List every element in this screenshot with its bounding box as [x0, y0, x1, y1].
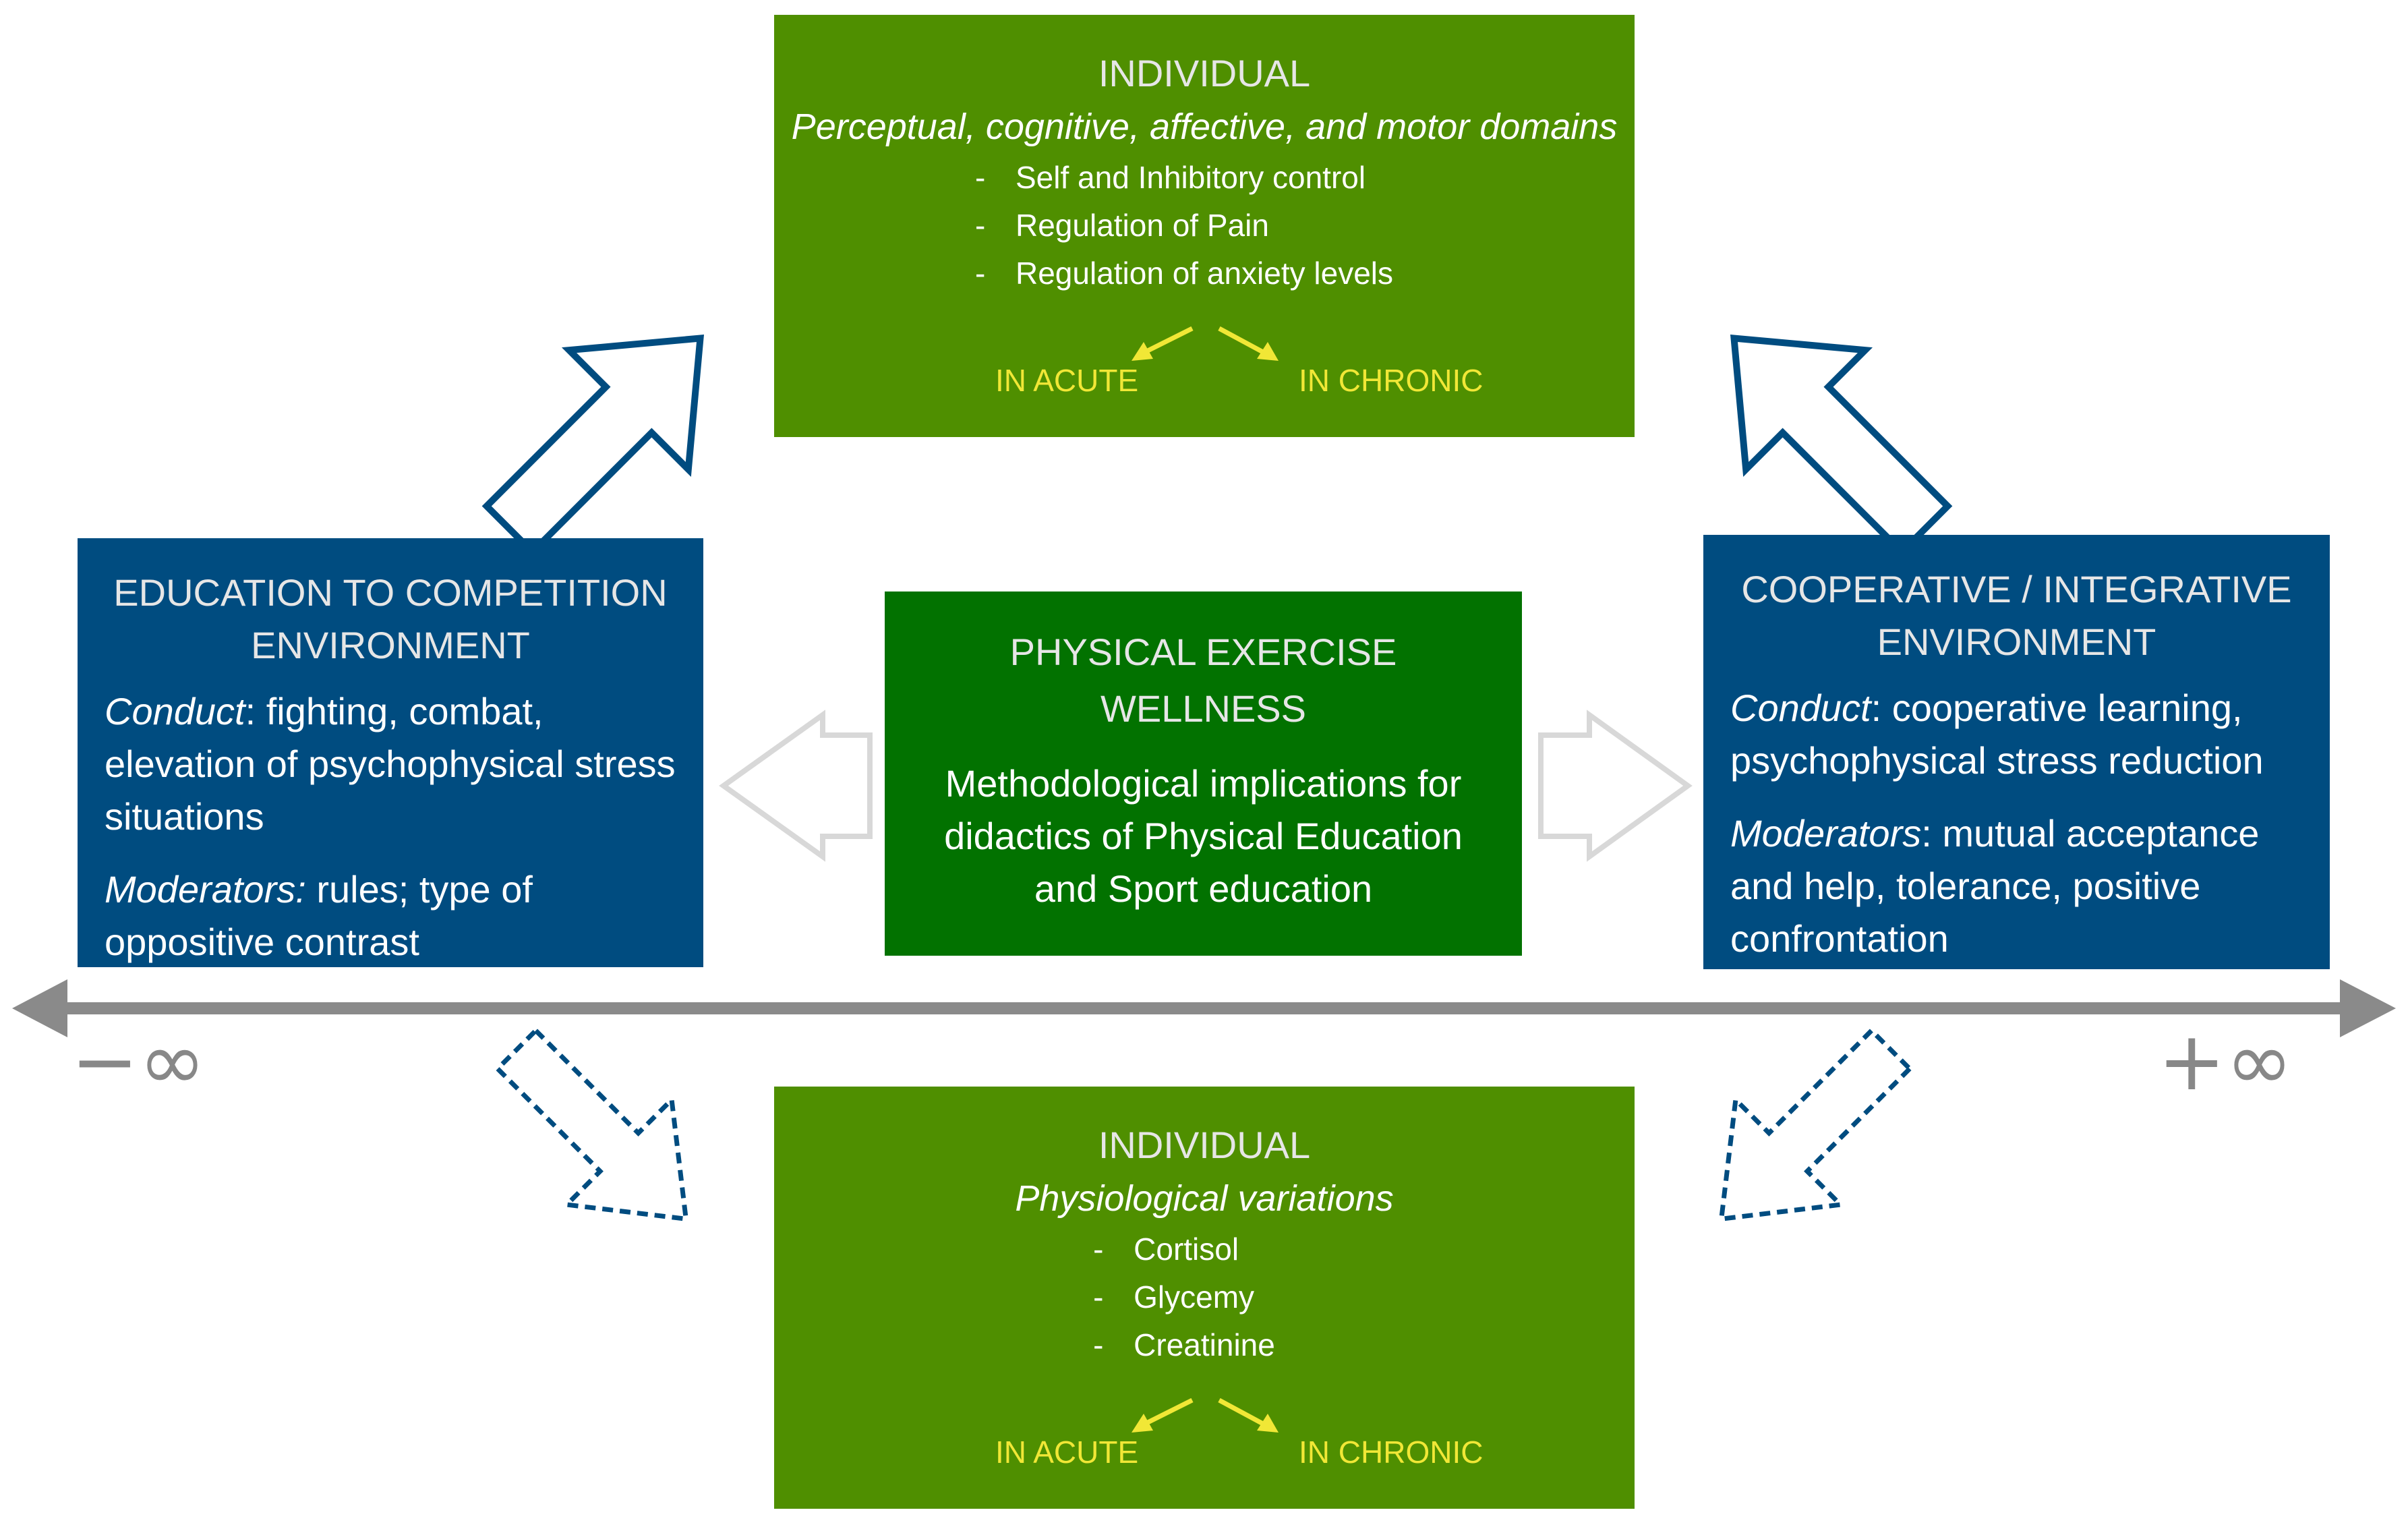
left-box-conduct: Conduct: fighting, combat, elevation of …: [105, 685, 676, 843]
bottom-acute-label: IN ACUTE: [995, 1435, 1139, 1470]
right-cooperative-box: COOPERATIVE / INTEGRATIVE ENVIRONMENT Co…: [1703, 535, 2330, 969]
arrow-down-left-dashed: [1718, 1027, 1913, 1222]
left-competition-box: EDUCATION TO COMPETITION ENVIRONMENT Con…: [78, 538, 703, 967]
bottom-box-list: Cortisol Glycemy Creatinine: [1093, 1225, 1275, 1369]
plus-infinity-label: +∞: [2158, 1015, 2293, 1109]
center-physical-exercise-box: PHYSICAL EXERCISE WELLNESS Methodologica…: [885, 592, 1522, 956]
arrow-up-left: [1730, 334, 1953, 557]
right-box-title-line2: ENVIRONMENT: [1877, 621, 2156, 663]
list-item: Glycemy: [1093, 1273, 1275, 1321]
right-box-title-line1: COOPERATIVE / INTEGRATIVE: [1741, 568, 2292, 610]
axis-right-arrowhead: [2340, 979, 2396, 1037]
list-item: Regulation of Pain: [975, 202, 1393, 250]
top-box-list: Self and Inhibitory control Regulation o…: [975, 154, 1393, 297]
left-box-title-line2: ENVIRONMENT: [251, 624, 530, 666]
minus-infinity-label: −∞: [71, 1015, 206, 1109]
left-box-moderators: Moderators: rules; type of oppositive co…: [105, 863, 676, 969]
left-moderators-label: Moderators:: [105, 868, 306, 911]
top-box-subtitle: Perceptual, cognitive, affective, and mo…: [791, 107, 1618, 147]
arrow-up-right: [481, 334, 705, 557]
left-moderators-text: rules; type of oppositive contrast: [105, 868, 533, 963]
top-split-arrows: [1132, 326, 1279, 361]
bottom-box-title: INDIVIDUAL: [1098, 1124, 1311, 1166]
bottom-box-subtitle: Physiological variations: [1015, 1178, 1394, 1219]
list-item: Self and Inhibitory control: [975, 154, 1393, 202]
top-acute-label: IN ACUTE: [995, 363, 1139, 398]
axis-left-arrowhead: [12, 979, 67, 1037]
right-moderators-text: : mutual acceptance and help, tolerance,…: [1730, 812, 2260, 960]
right-conduct-text: : cooperative learning, psychophysical s…: [1730, 687, 2264, 782]
list-item: Creatinine: [1093, 1321, 1275, 1369]
left-box-title-line1: EDUCATION TO COMPETITION: [113, 571, 668, 614]
axis-arrow: [12, 979, 2396, 1037]
bottom-individual-box: INDIVIDUAL Physiological variations Cort…: [774, 1087, 1635, 1509]
arrow-left-gray: [719, 710, 873, 862]
left-conduct-label: Conduct: [105, 690, 245, 732]
right-box-moderators: Moderators: mutual acceptance and help, …: [1730, 807, 2303, 965]
center-box-body: Methodological implications for didactic…: [944, 762, 1463, 910]
center-box-title-line1: PHYSICAL EXERCISE: [1009, 631, 1397, 673]
list-item: Cortisol: [1093, 1225, 1275, 1273]
list-item: Regulation of anxiety levels: [975, 250, 1393, 297]
top-individual-box: INDIVIDUAL Perceptual, cognitive, affect…: [774, 15, 1635, 437]
bottom-split-arrows: [1132, 1397, 1279, 1433]
arrow-down-right-dashed: [494, 1027, 689, 1222]
right-box-conduct: Conduct: cooperative learning, psychophy…: [1730, 682, 2303, 787]
right-conduct-label: Conduct: [1730, 687, 1871, 729]
left-conduct-text: : fighting, combat, elevation of psychop…: [105, 690, 676, 838]
top-box-title: INDIVIDUAL: [1098, 52, 1311, 94]
arrow-right-gray: [1538, 710, 1693, 862]
top-chronic-label: IN CHRONIC: [1299, 363, 1484, 398]
bottom-chronic-label: IN CHRONIC: [1299, 1435, 1484, 1470]
right-moderators-label: Moderators: [1730, 812, 1922, 855]
center-box-title-line2: WELLNESS: [1100, 687, 1306, 730]
